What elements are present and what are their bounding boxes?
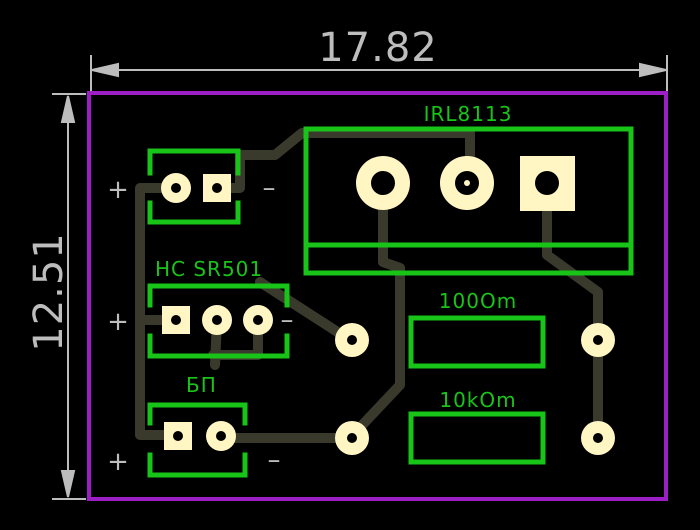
minus-label-power: – (268, 445, 281, 475)
plus-label-power: + (107, 447, 129, 477)
label-resistor-bottom: 10kOm (439, 388, 516, 412)
resistor-top (335, 315, 615, 369)
width-dimension (90, 55, 668, 95)
connector-top (147, 148, 241, 225)
plus-label-sensor: + (107, 307, 129, 337)
mosfet-footprint (303, 126, 634, 276)
minus-label-top: – (263, 173, 276, 203)
board-outline (87, 91, 668, 501)
minus-label-sensor: – (281, 305, 294, 335)
sensor-connector (147, 283, 290, 359)
resistor-bottom (335, 411, 615, 465)
height-dimension (52, 93, 86, 500)
label-power: БП (186, 373, 217, 397)
height-dimension-label: 12.51 (26, 232, 72, 352)
label-hc-sr501: HC SR501 (155, 257, 263, 281)
plus-label-top: + (107, 175, 129, 205)
label-resistor-top: 100Om (439, 289, 517, 313)
power-connector (147, 402, 248, 478)
copper-traces (135, 128, 603, 443)
label-irl8113: IRL8113 (424, 102, 513, 126)
width-dimension-label: 17.82 (318, 25, 438, 71)
